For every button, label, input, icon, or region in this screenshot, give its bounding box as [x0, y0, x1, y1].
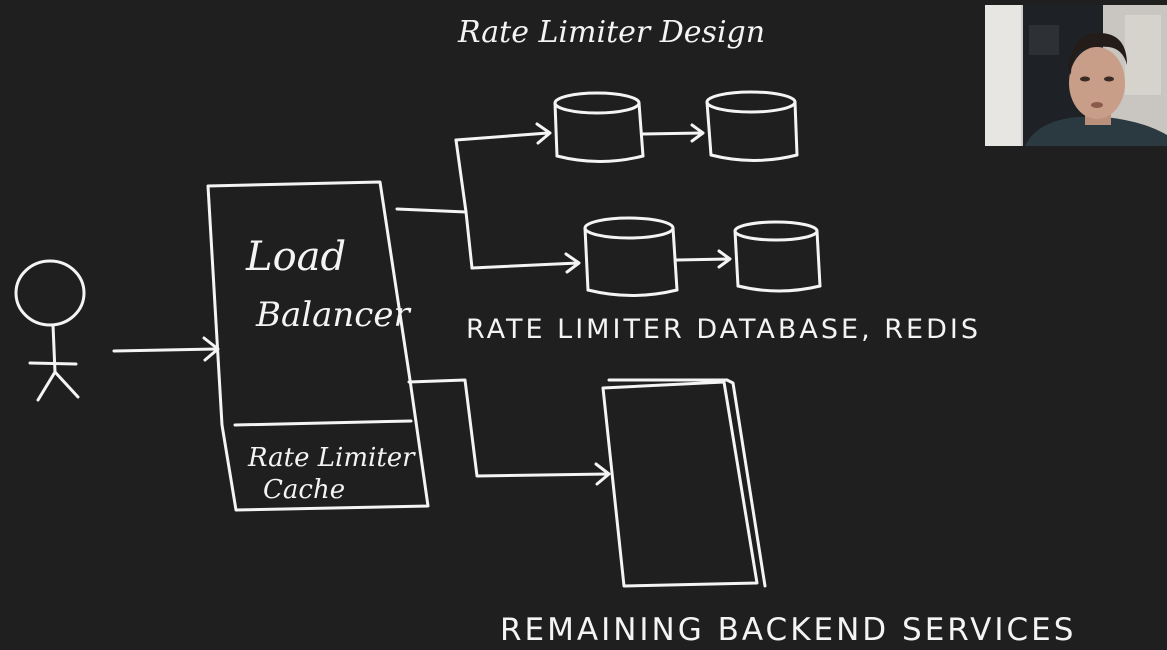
load-balancer-label-line2: Balancer — [255, 295, 411, 335]
db-replication-arrow — [641, 123, 705, 143]
load-balancer-to-databases-arrows — [395, 122, 581, 274]
diagram-title: Rate Limiter Design — [457, 15, 765, 50]
database-label: RATE LIMITER DATABASE, REDIS — [466, 314, 981, 345]
db-replication-arrow — [675, 249, 732, 269]
cache-label-line1: Rate Limiter — [247, 443, 416, 473]
load-balancer-to-backend-arrow — [407, 378, 611, 486]
load-balancer-label-line1: Load — [245, 234, 346, 280]
backend-services-box — [601, 378, 767, 588]
user-stick-figure-icon — [14, 259, 86, 402]
database-cylinder-icon — [733, 220, 822, 293]
cache-label-line2: Cache — [263, 475, 345, 505]
database-cylinder-icon — [705, 90, 799, 162]
backend-label: REMAINING BACKEND SERVICES — [500, 612, 1076, 648]
load-balancer-box — [206, 180, 430, 512]
user-to-load-balancer-arrow — [112, 336, 220, 362]
database-cylinder-icon — [583, 216, 679, 297]
presenter-webcam — [985, 5, 1167, 146]
database-cylinder-icon — [553, 91, 645, 163]
